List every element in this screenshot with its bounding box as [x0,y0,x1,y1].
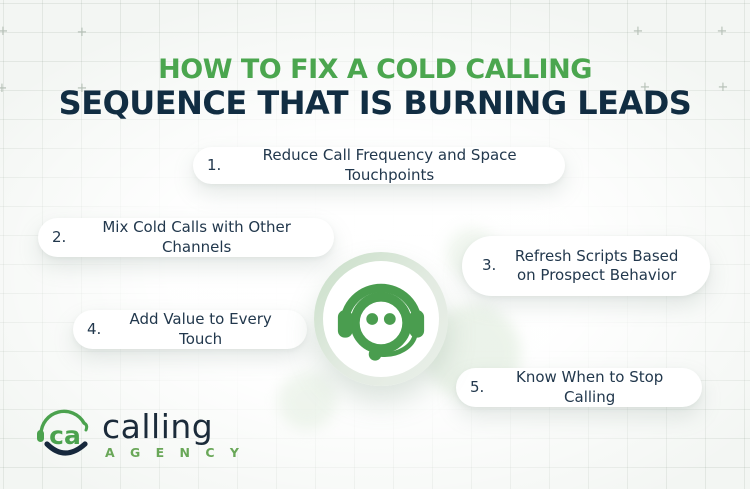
step-number: 5. [470,377,485,396]
center-badge-inner [323,261,439,377]
headset-agent-icon [337,283,425,361]
step-pill-3: 3. Refresh Scripts Based on Prospect Beh… [462,236,710,296]
calling-agency-logo: ca calling A G E N C Y [34,404,244,466]
step-number: 3. [482,256,497,275]
page-title-line1: HOW TO FIX A COLD CALLING [158,54,592,85]
step-number: 4. [87,319,102,338]
logo-brand-text: calling [102,407,214,446]
step-text: Reduce Call Frequency and Space Touchpoi… [262,146,517,184]
logo-text-block: calling A G E N C Y [102,407,245,461]
step-text: Mix Cold Calls with Other Channels [102,218,291,256]
grid-plus-mark [632,26,644,38]
logo-headset-smile-icon: ca [37,409,89,456]
step-text: Refresh Scripts Based on Prospect Behavi… [514,246,679,285]
step-text: Know When to Stop Calling [515,368,664,406]
logo-sub-text: A G E N C Y [105,445,245,460]
grid-plus-mark [76,27,88,39]
decor-blob [278,372,336,430]
step-pill-4: 4. Add Value to Every Touch [73,310,307,349]
grid-plus-mark [0,26,9,38]
step-number: 1. [207,155,222,174]
page-title-line2: SEQUENCE THAT IS BURNING LEADS [58,84,692,122]
logo-monogram-text: ca [49,421,81,450]
grid-plus-mark [716,26,728,38]
step-pill-5: 5. Know When to Stop Calling [456,368,702,407]
step-text: Add Value to Every Touch [129,310,272,348]
step-number: 2. [52,227,67,246]
step-pill-1: 1. Reduce Call Frequency and Space Touch… [193,146,565,184]
step-pill-2: 2. Mix Cold Calls with Other Channels [38,218,334,257]
logo-monogram-mark: ca [34,404,96,466]
center-badge [314,252,448,386]
